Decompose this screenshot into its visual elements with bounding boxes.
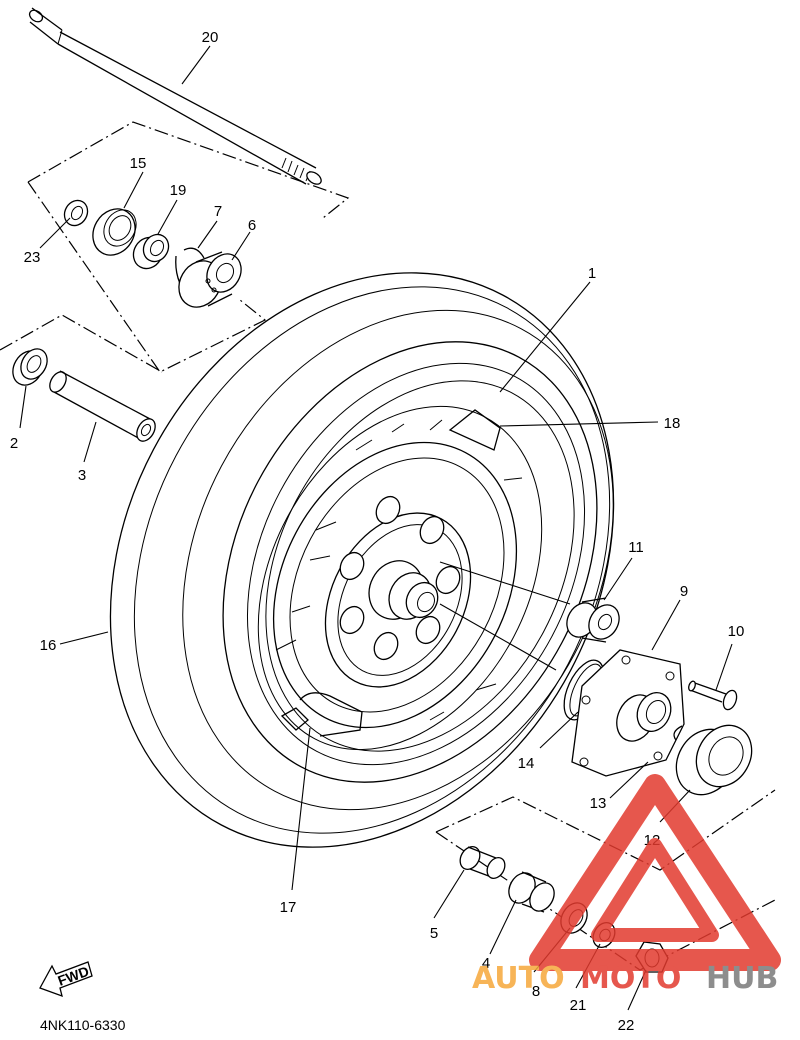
collar-11 — [566, 597, 620, 643]
callout-7: 7 — [214, 203, 222, 220]
logo-text-moto: MOTO — [580, 961, 681, 996]
collar-2 — [12, 348, 48, 386]
collar-5 — [459, 846, 506, 879]
oil-seal-12 — [673, 724, 753, 796]
bolt-10 — [688, 680, 738, 711]
axle-part — [28, 7, 322, 185]
assembly-outline-upper — [27, 121, 350, 219]
logo-text-auto: AUTO — [472, 961, 565, 996]
callout-9: 9 — [680, 583, 688, 600]
callout-23: 23 — [24, 249, 41, 266]
diagram-code: 4NK110-6330 — [40, 1017, 126, 1033]
logo-text-hub: HUB — [706, 961, 778, 996]
callout-1: 1 — [588, 265, 596, 282]
callout-19: 19 — [170, 182, 187, 199]
wheel-assembly — [109, 272, 615, 848]
callout-16: 16 — [40, 637, 57, 654]
assembly-outline-lower — [435, 789, 776, 871]
callout-8: 8 — [532, 983, 540, 1000]
collar-4 — [508, 871, 555, 913]
leader-lines — [19, 45, 733, 1011]
callout-18: 18 — [664, 415, 681, 432]
callout-labels: 20 15 19 7 6 23 1 18 2 3 11 9 16 10 14 1… — [10, 29, 745, 1034]
callout-13: 13 — [590, 795, 607, 812]
callout-5: 5 — [430, 925, 438, 942]
assembly-outline-left — [0, 314, 163, 373]
clutch-hub-9 — [571, 649, 685, 777]
callout-10: 10 — [728, 623, 745, 640]
callout-17: 17 — [280, 899, 297, 916]
callout-14: 14 — [518, 755, 535, 772]
bearing-6 — [178, 251, 242, 308]
callout-4: 4 — [482, 955, 490, 972]
automotohub-logo: AUTO MOTO HUB — [472, 774, 781, 996]
logo-triangle-outer — [529, 774, 781, 971]
assembly-outline-upper-b — [27, 181, 267, 373]
fwd-arrow-icon: FWD — [39, 961, 93, 998]
logo-triangle-inner — [591, 838, 719, 942]
fwd-label: FWD — [56, 963, 91, 989]
callout-20: 20 — [202, 29, 219, 46]
callout-11: 11 — [628, 539, 644, 556]
callout-21: 21 — [570, 997, 587, 1014]
spacer-3 — [49, 370, 156, 442]
washer-23 — [63, 199, 89, 227]
callout-22: 22 — [618, 1017, 635, 1034]
callout-15: 15 — [130, 155, 147, 172]
collar-19 — [132, 233, 170, 270]
oil-seal-15 — [92, 208, 137, 256]
callout-6: 6 — [248, 217, 256, 234]
callout-2: 2 — [10, 435, 18, 452]
callout-3: 3 — [78, 467, 86, 484]
